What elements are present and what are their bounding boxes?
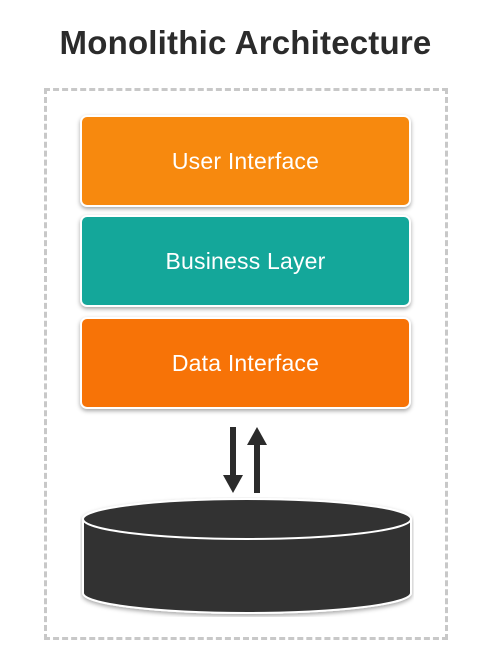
database-body — [82, 518, 412, 614]
monolith-boundary — [44, 88, 448, 640]
data-interface-layer: Data Interface — [80, 317, 411, 409]
business-layer: Business Layer — [80, 215, 411, 307]
bidirectional-arrows — [223, 427, 267, 493]
down-arrow-icon — [223, 427, 243, 493]
database-top — [82, 498, 412, 540]
user-interface-layer: User Interface — [80, 115, 411, 207]
up-arrow-icon — [247, 427, 267, 493]
diagram-title: Monolithic Architecture — [59, 24, 432, 61]
database-icon — [82, 498, 412, 614]
